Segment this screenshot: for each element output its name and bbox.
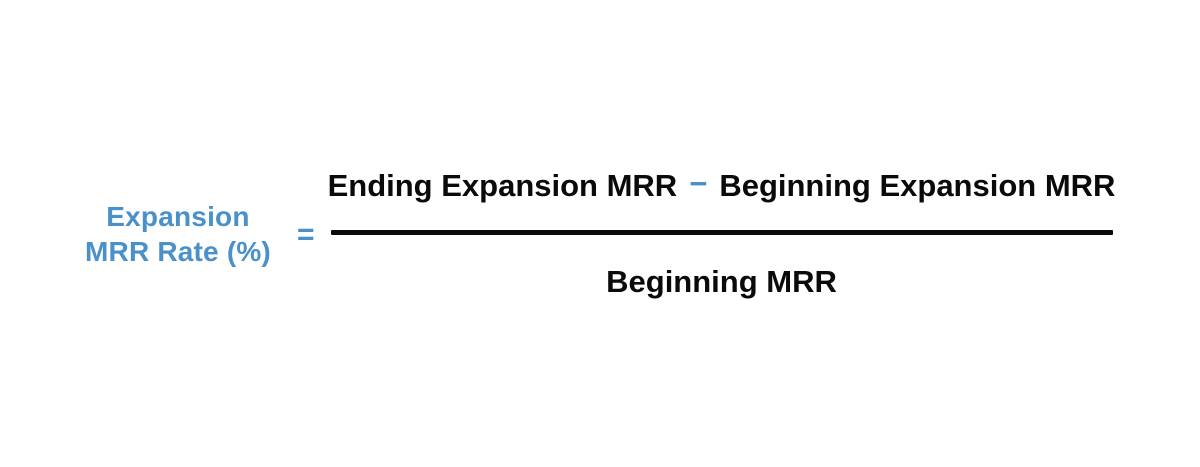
- numerator-left-term: Ending Expansion MRR: [327, 167, 678, 203]
- equals-sign: =: [296, 217, 315, 251]
- numerator-right-term: Beginning Expansion MRR: [719, 167, 1116, 203]
- fraction-line-divider: [330, 230, 1113, 235]
- minus-operator: −: [689, 165, 708, 201]
- denominator: Beginning MRR: [606, 264, 837, 299]
- numerator: Ending Expansion MRR − Beginning Expansi…: [327, 165, 1116, 204]
- formula-label: Expansion MRR Rate (%): [85, 199, 271, 269]
- fraction: Ending Expansion MRR − Beginning Expansi…: [327, 165, 1116, 300]
- formula-label-line2: MRR Rate (%): [85, 235, 271, 267]
- formula-label-line1: Expansion: [106, 200, 250, 232]
